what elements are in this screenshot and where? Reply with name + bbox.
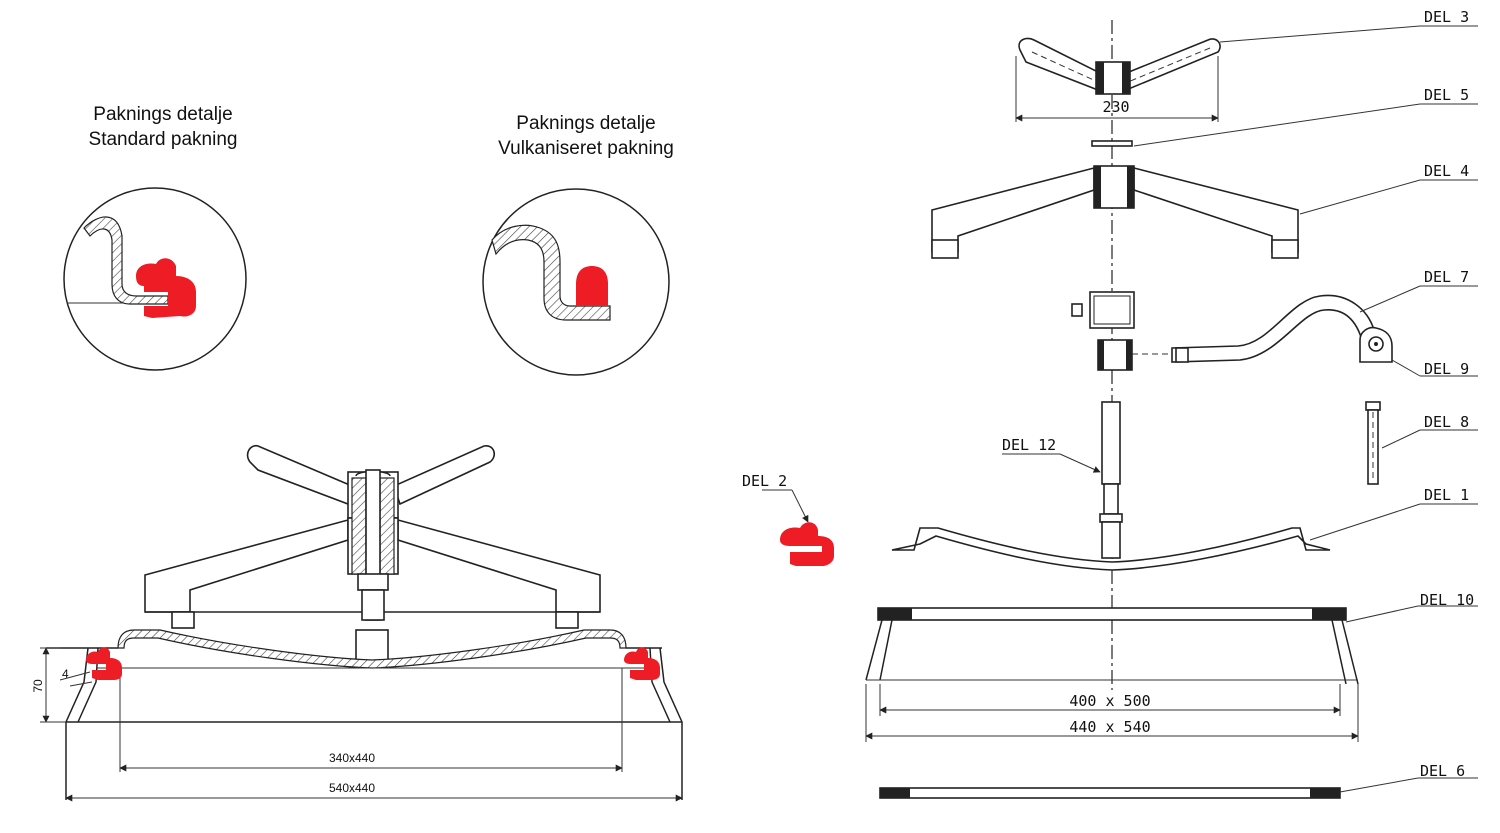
label-del12: DEL 12 [1002, 436, 1056, 454]
part-del6-strip [879, 787, 1341, 799]
part-bushing-upper [1071, 291, 1135, 329]
dim-frame-inner: 400 x 500 [1069, 692, 1150, 710]
part-del5-washer [1091, 140, 1133, 147]
detail-vulcanized-subtitle: Vulkaniseret pakning [498, 138, 674, 159]
assembly-gasket-right [624, 647, 660, 680]
part-del9-bracket [1359, 326, 1393, 363]
detail-vulcanized-gasket: Paknings detalje Vulkaniseret pakning [482, 113, 674, 376]
label-del2: DEL 2 [742, 472, 787, 490]
part-del7-lever [1132, 294, 1375, 363]
detail-standard-title: Paknings detalje [93, 104, 232, 125]
part-del3-handle: 230 [1015, 37, 1221, 122]
part-del4-crossbar [931, 165, 1299, 259]
part-bushing-lower [1097, 339, 1133, 371]
part-del12-spindle [1099, 401, 1123, 559]
label-del10: DEL 10 [1420, 591, 1474, 609]
gasket-vulcanized [576, 266, 608, 306]
detail-vulcanized-title: Paknings detalje [516, 113, 655, 134]
part-del2: DEL 2 [742, 472, 834, 566]
dim-frame-outer: 440 x 540 [1069, 718, 1150, 736]
assembly-dimensions: 70 4 340x440 540x440 [31, 647, 683, 802]
detail-vulcanized-circle [482, 188, 670, 376]
label-del7: DEL 7 [1424, 268, 1469, 286]
dim-outer: 540x440 [329, 781, 375, 795]
detail-standard-gasket: Paknings detalje Standard pakning [63, 104, 247, 371]
assembly-frame [46, 647, 683, 800]
label-del6: DEL 6 [1420, 762, 1465, 780]
label-del9: DEL 9 [1424, 360, 1469, 378]
part-del10-frame: 400 x 500 440 x 540 [865, 607, 1359, 742]
gasket-del2 [780, 522, 834, 566]
label-del3: DEL 3 [1424, 8, 1469, 26]
detail-standard-circle [63, 187, 247, 371]
label-del4: DEL 4 [1424, 162, 1469, 180]
gasket-standard [136, 258, 196, 318]
dim-small: 4 [62, 667, 69, 681]
dim-handle: 230 [1102, 98, 1129, 116]
part-del1-cover [891, 527, 1331, 571]
dim-height: 70 [31, 679, 45, 693]
assembly-cover [117, 629, 627, 669]
label-del5: DEL 5 [1424, 86, 1469, 104]
label-del8: DEL 8 [1424, 413, 1469, 431]
assembly-section: 70 4 340x440 540x440 [31, 444, 683, 802]
dim-inner: 340x440 [329, 751, 375, 765]
label-del1: DEL 1 [1424, 486, 1469, 504]
assembly-gasket-left [86, 647, 122, 680]
assembly-spindle [351, 469, 395, 665]
detail-standard-subtitle: Standard pakning [89, 129, 238, 150]
part-labels: DEL 3 DEL 5 DEL 4 DEL 7 DEL 9 DEL 8 DEL … [1002, 8, 1478, 793]
part-del8-pin [1365, 401, 1381, 485]
